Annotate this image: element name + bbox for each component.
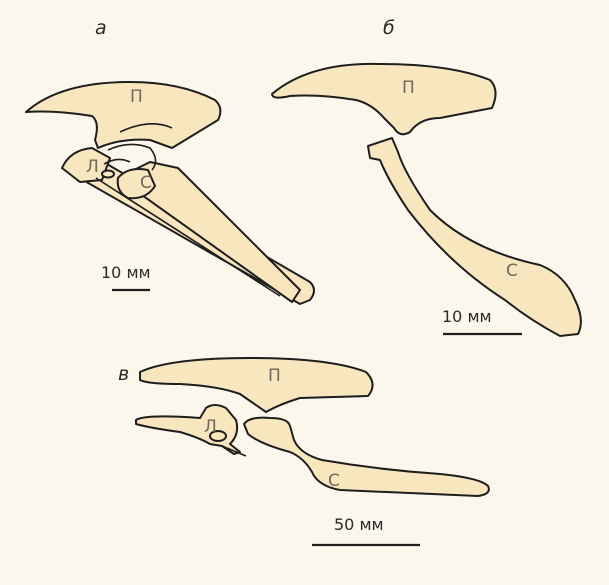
- panel-b-scale-text: 10 мм: [442, 307, 492, 326]
- panel-a-foramen: [102, 171, 114, 178]
- panel-a: а П Л С 10 мм: [26, 17, 314, 304]
- panel-b: б П С 10 мм: [272, 17, 581, 336]
- panel-a-letter: а: [95, 17, 107, 39]
- panel-c-scale-text: 50 мм: [334, 515, 384, 534]
- panel-a-label-ischium: С: [140, 173, 152, 193]
- panel-b-letter: б: [383, 17, 395, 39]
- panel-b-ilium-bone: [272, 64, 496, 134]
- panel-a-scale-text: 10 мм: [101, 263, 151, 282]
- panel-c-label-pubis: Л: [204, 417, 217, 437]
- panel-c-letter: в: [118, 363, 129, 385]
- panel-c-ilium-bone: [140, 358, 373, 412]
- panel-a-label-ilium: П: [130, 87, 143, 107]
- panel-a-label-pubis: Л: [86, 157, 99, 177]
- panel-c-ischium-bone: [244, 418, 489, 496]
- panel-a-ilium-bone: [26, 82, 220, 148]
- panel-b-label-ilium: П: [402, 78, 415, 98]
- panel-c: в П Л С 50 мм: [118, 358, 489, 545]
- panel-c-label-ischium: С: [328, 471, 340, 491]
- panel-c-label-ilium: П: [268, 366, 281, 386]
- panel-b-label-ischium: С: [506, 261, 518, 281]
